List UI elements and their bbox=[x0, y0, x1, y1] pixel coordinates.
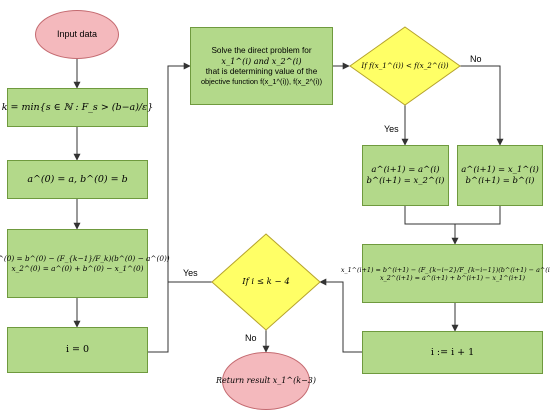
decision-k-label: If i ≤ k − 4 bbox=[242, 276, 290, 287]
edge-izero-to-solve bbox=[148, 62, 191, 353]
i-zero-box: i = 0 bbox=[7, 327, 148, 373]
x-init-formula-2: x_2^(0) = a^(0) + b^(0) − x_1^(0) bbox=[11, 263, 144, 273]
decision-f: If f(x_1^(i)) < f(x_2^(i)) bbox=[350, 56, 460, 76]
i-zero-formula: i = 0 bbox=[65, 344, 90, 356]
x-update-box: x_1^(i+1) = b^(i+1) − (F_{k−i−2}/F_{k−i−… bbox=[341, 244, 550, 303]
end-label: Return result x_1^(k−3) bbox=[216, 376, 316, 385]
x-init-box: x_1^(0) = b^(0) − (F_{k−1}/F_k)(b^(0) − … bbox=[0, 229, 170, 298]
i-increment-formula: i := i + 1 bbox=[430, 346, 475, 358]
update-no-formula-2: b^(i+1) = b^(i) bbox=[465, 175, 535, 186]
decision-k: If i ≤ k − 4 bbox=[216, 272, 316, 292]
solve-line-4: objective function f(x_1^(i)), f(x_2^(i)… bbox=[200, 76, 323, 86]
solve-line-3: that is determining value of the bbox=[205, 66, 318, 76]
edge-label-yes-bottom: Yes bbox=[183, 268, 198, 278]
k-definition-formula: k = min{s ∈ ℕ : F_s > (b−a)/ε} bbox=[1, 101, 154, 113]
edge-label-yes-left: Yes bbox=[384, 124, 399, 134]
x-update-formula-2: x_2^(i+1) = a^(i+1) + b^(i+1) − x_1^(i+1… bbox=[379, 273, 526, 282]
update-no-formula-1: a^(i+1) = x_1^(i) bbox=[461, 164, 539, 175]
update-yes-formula-1: a^(i+1) = a^(i) bbox=[371, 164, 440, 175]
solve-line-1: Solve the direct problem for bbox=[211, 46, 312, 55]
init-ab-formula: a^(0) = a, b^(0) = b bbox=[27, 173, 128, 185]
update-yes-box: a^(i+1) = a^(i) b^(i+1) = x_2^(i) bbox=[362, 145, 449, 206]
start-label: Input data bbox=[56, 28, 98, 39]
decision-k-shape bbox=[211, 233, 321, 331]
update-yes-formula-2: b^(i+1) = x_2^(i) bbox=[366, 175, 445, 186]
solve-box: Solve the direct problem for x_1^(i) and… bbox=[190, 27, 333, 105]
solve-line-2: x_1^(i) and x_2^(i) bbox=[221, 56, 302, 67]
edge-label-no-top: No bbox=[470, 54, 482, 64]
k-definition-box: k = min{s ∈ ℕ : F_s > (b−a)/ε} bbox=[2, 88, 153, 127]
x-update-formula-1: x_1^(i+1) = b^(i+1) − (F_{k−i−2}/F_{k−i−… bbox=[340, 265, 550, 274]
x-init-formula-1: x_1^(0) = b^(0) − (F_{k−1}/F_k)(b^(0) − … bbox=[0, 254, 170, 264]
edge-iinc-to-decisionk bbox=[319, 278, 362, 353]
edge-decision-no bbox=[460, 65, 504, 146]
init-ab-box: a^(0) = a, b^(0) = b bbox=[7, 160, 148, 199]
start-terminal: Input data bbox=[35, 10, 119, 59]
decision-f-shape bbox=[349, 26, 461, 106]
i-increment-box: i := i + 1 bbox=[362, 331, 543, 374]
update-no-box: a^(i+1) = x_1^(i) b^(i+1) = b^(i) bbox=[457, 145, 543, 206]
edge-label-no-bottom: No bbox=[245, 333, 257, 343]
end-terminal: Return result x_1^(k−3) bbox=[216, 352, 316, 410]
edge-noupdate-to-merge bbox=[455, 206, 501, 225]
edge-yesupdate-to-merge bbox=[404, 206, 455, 225]
decision-f-label: If f(x_1^(i)) < f(x_2^(i)) bbox=[361, 60, 449, 70]
